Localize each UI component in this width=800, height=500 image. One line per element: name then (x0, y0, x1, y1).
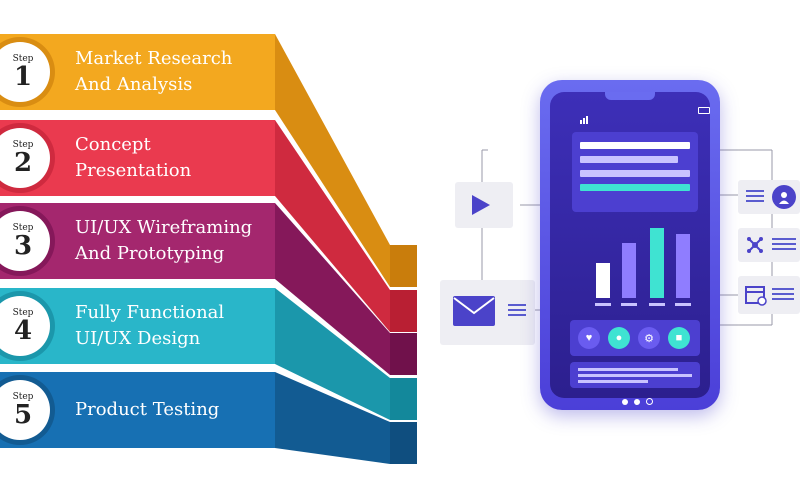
gear-icon: ⚙ (638, 327, 660, 349)
phone-bar (622, 243, 636, 298)
phone-bar (676, 234, 690, 298)
step-title-line: And Prototyping (75, 243, 225, 264)
phone-bar-chart (584, 218, 694, 308)
phone-icon-row: ♥ ● ⚙ ■ (570, 320, 700, 356)
step-ribbon-slope-3 (275, 203, 390, 375)
step-ribbon-tail-5 (390, 422, 417, 464)
step-title-line: Concept (75, 134, 151, 155)
step-title-line: Product Testing (75, 399, 220, 420)
step-number: 2 (13, 148, 33, 178)
phone-bar (650, 228, 664, 298)
signal-icon (580, 106, 592, 124)
step-word: Step (12, 392, 34, 402)
phone-notch (605, 92, 655, 100)
phone-bar-label (595, 303, 611, 306)
step-word: Step (12, 140, 34, 150)
step-word: Step (12, 223, 34, 233)
phone-bar-label (649, 303, 665, 306)
step-number: 5 (13, 400, 33, 430)
user-lines (746, 190, 764, 205)
step-ribbon-slope-1 (275, 34, 390, 287)
phone-bar-label (621, 303, 637, 306)
step-ribbon-slope-2 (275, 120, 390, 332)
step-ribbon-slope-5 (275, 372, 390, 464)
step-title-line: Market Research (75, 48, 233, 69)
lock-icon: ■ (668, 327, 690, 349)
smartphone-illustration: ♥ ● ⚙ ■ (540, 80, 720, 410)
step-title-5: Product Testing (75, 397, 219, 423)
user-card (738, 180, 800, 214)
phone-text-lines (570, 362, 700, 388)
step-ribbon-tail-1 (390, 245, 417, 287)
phone-bar-label (675, 303, 691, 306)
network-card (738, 228, 800, 262)
battery-icon (698, 107, 710, 114)
step-word: Step (12, 54, 34, 64)
network-icon (744, 234, 766, 256)
calendar-icon (744, 283, 768, 307)
calendar-card (738, 276, 800, 314)
mail-lines (508, 304, 526, 319)
step-ribbon-tail-4 (390, 378, 417, 420)
user-icon (772, 185, 796, 209)
mail-icon (450, 292, 498, 330)
heart-icon: ♥ (578, 327, 600, 349)
screen-text-block (572, 132, 698, 212)
network-lines (772, 238, 796, 253)
step-ribbon-tail-2 (390, 290, 417, 332)
phone-bar (596, 263, 610, 298)
step-title-line: And Analysis (75, 74, 193, 95)
step-word: Step (12, 308, 34, 318)
phone-screen: ♥ ● ⚙ ■ (550, 92, 710, 405)
step-ribbon-slope-4 (275, 288, 390, 420)
play-icon (465, 190, 495, 220)
video-card (455, 182, 513, 228)
step-number: 3 (13, 231, 33, 261)
step-title-line: Fully Functional (75, 302, 225, 323)
step-title-line: Presentation (75, 160, 192, 181)
mail-card (440, 280, 535, 345)
calendar-lines (772, 288, 794, 303)
step-ribbon-tail-3 (390, 333, 417, 375)
page-dots (622, 392, 659, 410)
step-number: 4 (13, 316, 33, 346)
step-number: 1 (13, 62, 33, 92)
step-title-line: UI/UX Wireframing (75, 217, 253, 238)
bell-icon: ● (608, 327, 630, 349)
step-title-line: UI/UX Design (75, 328, 201, 349)
